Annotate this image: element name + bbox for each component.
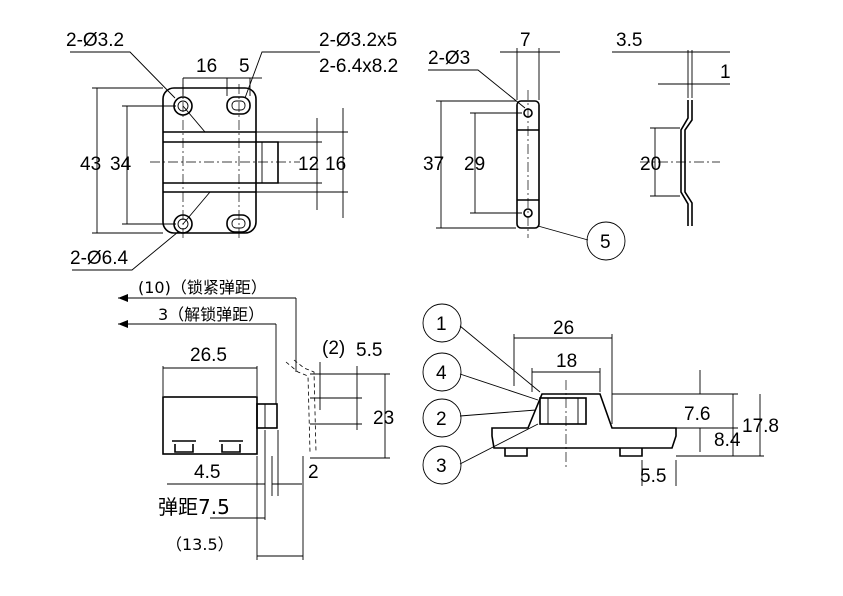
dim-16-top: 16 [196,56,217,77]
dim-37: 37 [423,154,444,175]
slot-top-right [226,96,251,115]
dim-5-5-bottom: 5.5 [640,466,666,487]
dim-29: 29 [464,154,485,175]
label-lock-travel: (10)（锁紧弹距） [138,278,267,297]
dim-12: 12 [298,154,319,175]
dim-3-5: 3.5 [616,30,642,51]
label-hole-a: 2-Ø3.2 [66,30,124,51]
balloon-4 [422,352,462,392]
balloon-5 [586,221,626,261]
side-view [428,48,589,241]
label-slot-a: 2-Ø3.2x5 [319,30,397,51]
assembly-outline [491,393,677,449]
label-unlock-travel: 3（解锁弹距） [158,305,264,324]
plunger [256,141,279,184]
label-spring-travel: 弹距7.5 [158,495,230,519]
arrow-unlock [118,320,128,328]
strike-plate-side [516,100,540,229]
label-hole-b: 2-Ø6.4 [70,248,129,269]
dim-5-top: 5 [239,56,250,77]
balloon-2 [422,398,462,438]
plate-profile [612,50,730,226]
base-plate [162,87,257,234]
dim-17-8: 17.8 [742,416,779,437]
dim-2-bottom: 2 [308,462,319,483]
dim-23: 23 [373,408,394,429]
dim-34: 34 [110,154,132,175]
dim-13-5: （13.5） [166,535,234,554]
dim-18: 18 [556,351,577,372]
label-hole-c: 2-Ø3 [428,48,470,69]
balloon-3-text: 3 [436,456,447,477]
assembly-view [459,325,764,486]
label-slot-b: 2-6.4x8.2 [319,56,398,77]
dim-2-paren: (2) [322,338,345,359]
dim-43: 43 [80,154,101,175]
dim-26: 26 [553,318,574,339]
slot-bottom-right [226,214,251,233]
dim-26-5: 26.5 [190,345,227,366]
dim-7-6: 7.6 [684,404,710,425]
front-view [70,51,348,271]
dim-7: 7 [520,30,531,51]
balloon-2-text: 2 [436,409,447,430]
balloon-4-text: 4 [436,363,447,384]
inner-bolt [539,397,587,425]
dim-20: 20 [640,154,661,175]
balloon-1 [422,303,462,343]
arrow-lock [118,294,128,302]
dim-5-5-top: 5.5 [356,340,382,361]
body-block [162,396,258,455]
dim-1: 1 [720,62,731,83]
balloon-3 [422,445,462,485]
dim-8-4: 8.4 [714,430,741,451]
dim-4-5: 4.5 [194,462,220,483]
balloon-5-text: 5 [600,232,611,253]
dim-16-right: 16 [325,154,346,175]
balloon-1-text: 1 [436,314,447,335]
travel-view [118,297,390,560]
